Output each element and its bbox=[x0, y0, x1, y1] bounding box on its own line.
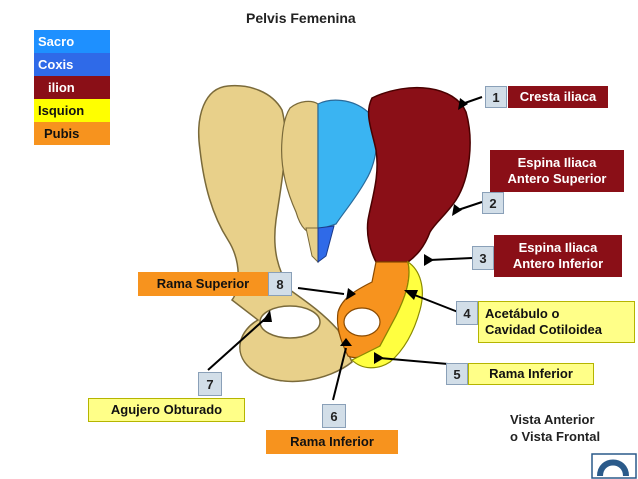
legend-sacro: Sacro bbox=[34, 30, 110, 53]
return-arrow-icon bbox=[591, 453, 637, 479]
legend-coxis: Coxis bbox=[34, 53, 110, 76]
legend-isquion: Isquion bbox=[34, 99, 110, 122]
marker-3: 3 bbox=[472, 246, 494, 270]
left-obturator bbox=[259, 305, 321, 339]
sacrum-left bbox=[281, 100, 319, 234]
legend-pubis: Pubis bbox=[34, 122, 110, 145]
label-3-line2: Antero Inferior bbox=[512, 256, 604, 271]
label-4-line2: Cavidad Cotiloidea bbox=[485, 322, 603, 337]
right-ilium bbox=[366, 86, 471, 263]
label-espina-antero-superior: Espina Iliaca Antero Superior bbox=[490, 150, 624, 192]
label-rama-superior: Rama Superior bbox=[138, 272, 268, 296]
pointer-arrows bbox=[207, 96, 483, 401]
coccyx-right bbox=[317, 225, 335, 263]
page-title: Pelvis Femenina bbox=[246, 10, 356, 26]
view-note-line2: o Vista Frontal bbox=[510, 429, 601, 444]
label-rama-inferior-pubis: Rama Inferior bbox=[266, 430, 398, 454]
label-acetabulo: Acetábulo o Cavidad Cotiloidea bbox=[478, 301, 635, 343]
legend: Sacro Coxis ilion Isquion Pubis bbox=[34, 30, 110, 145]
marker-7: 7 bbox=[198, 372, 222, 396]
marker-2: 2 bbox=[482, 192, 504, 214]
coccyx-left bbox=[305, 227, 319, 264]
label-2-line1: Espina Iliaca bbox=[517, 155, 597, 170]
marker-5: 5 bbox=[446, 363, 468, 385]
right-ischium bbox=[350, 260, 423, 369]
legend-ilion: ilion bbox=[34, 76, 110, 99]
label-2-line2: Antero Superior bbox=[507, 171, 607, 186]
marker-6: 6 bbox=[322, 404, 346, 428]
marker-8: 8 bbox=[268, 272, 292, 296]
label-cresta-iliaca: Cresta iliaca bbox=[508, 86, 608, 108]
view-note-line1: Vista Anterior bbox=[510, 412, 595, 427]
label-4-line1: Acetábulo o bbox=[485, 306, 560, 321]
sacrum-right bbox=[317, 99, 378, 231]
label-agujero-obturado: Agujero Obturado bbox=[88, 398, 245, 422]
label-rama-inferior-isquion: Rama Inferior bbox=[468, 363, 594, 385]
marker-1: 1 bbox=[485, 86, 507, 108]
view-note: Vista Anterior o Vista Frontal bbox=[510, 411, 600, 445]
marker-4: 4 bbox=[456, 301, 478, 325]
label-espina-antero-inferior: Espina Iliaca Antero Inferior bbox=[494, 235, 622, 277]
label-3-line1: Espina Iliaca bbox=[518, 240, 598, 255]
right-obturator bbox=[343, 307, 381, 337]
